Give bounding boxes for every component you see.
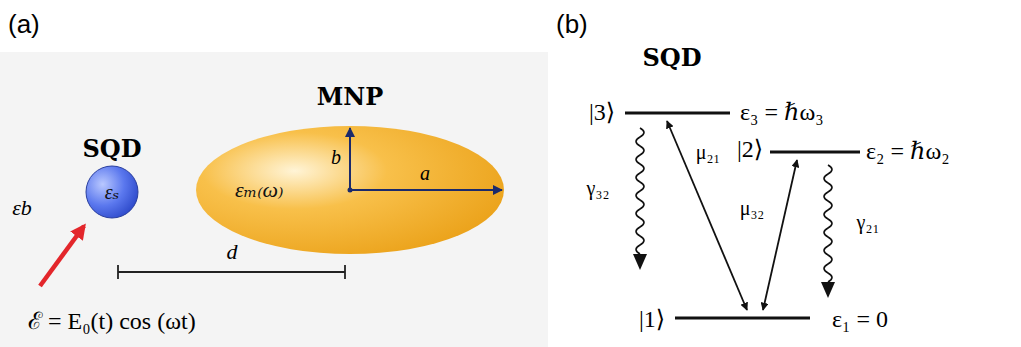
decay-head — [633, 254, 647, 270]
decay-wave — [824, 165, 832, 282]
field-formula: ℰ = E₀(t) cos (ωt) — [28, 308, 196, 336]
distance-label: d — [227, 239, 238, 264]
energy-label: ε₁ = 0 — [832, 306, 888, 334]
transition-arrow — [667, 121, 747, 310]
dipole-label: μ₂₁ — [696, 141, 721, 164]
energy-label: ε₂ = ℏω₂ — [866, 138, 950, 166]
permittivity-label: εₘ₍ω₎ — [235, 177, 284, 203]
transition-arrow — [763, 160, 797, 310]
ellipse-fill — [196, 126, 504, 254]
semi-axis-arrow — [349, 128, 351, 190]
medium-label: εb — [12, 195, 32, 220]
decay-label: γ₂₁ — [857, 211, 880, 234]
decay-label: γ₃₂ — [587, 177, 610, 200]
state-label: |1⟩ — [639, 306, 665, 334]
permittivity-label: εₛ — [105, 180, 120, 204]
panel-tag: (a) — [8, 10, 40, 40]
decay-wave — [636, 128, 644, 254]
energy-level — [625, 113, 860, 318]
distance-bar — [118, 265, 345, 279]
panel-ground — [0, 52, 548, 347]
node-heading: MNP — [317, 82, 384, 111]
axis-label: b — [331, 146, 341, 169]
state-label: |3⟩ — [589, 99, 615, 127]
panel-title: SQD — [642, 44, 701, 72]
node-heading: SQD — [82, 134, 141, 163]
center-dot — [348, 188, 353, 193]
quantum-dot: SQDεₛ — [85, 165, 139, 219]
energy-label: ε₃ = ℏω₃ — [740, 99, 824, 127]
metal-nanoparticle: MNPεₘ₍ω₎ — [195, 125, 505, 255]
state-label: |2⟩ — [737, 136, 763, 164]
axis-label: a — [420, 162, 430, 185]
panel-tag: (b) — [556, 10, 588, 40]
dipole-label: μ₃₂ — [740, 197, 765, 220]
semi-axis-arrow — [350, 189, 502, 191]
circle-fill — [86, 166, 138, 218]
field-arrow — [40, 226, 84, 286]
decay-head — [821, 282, 835, 298]
